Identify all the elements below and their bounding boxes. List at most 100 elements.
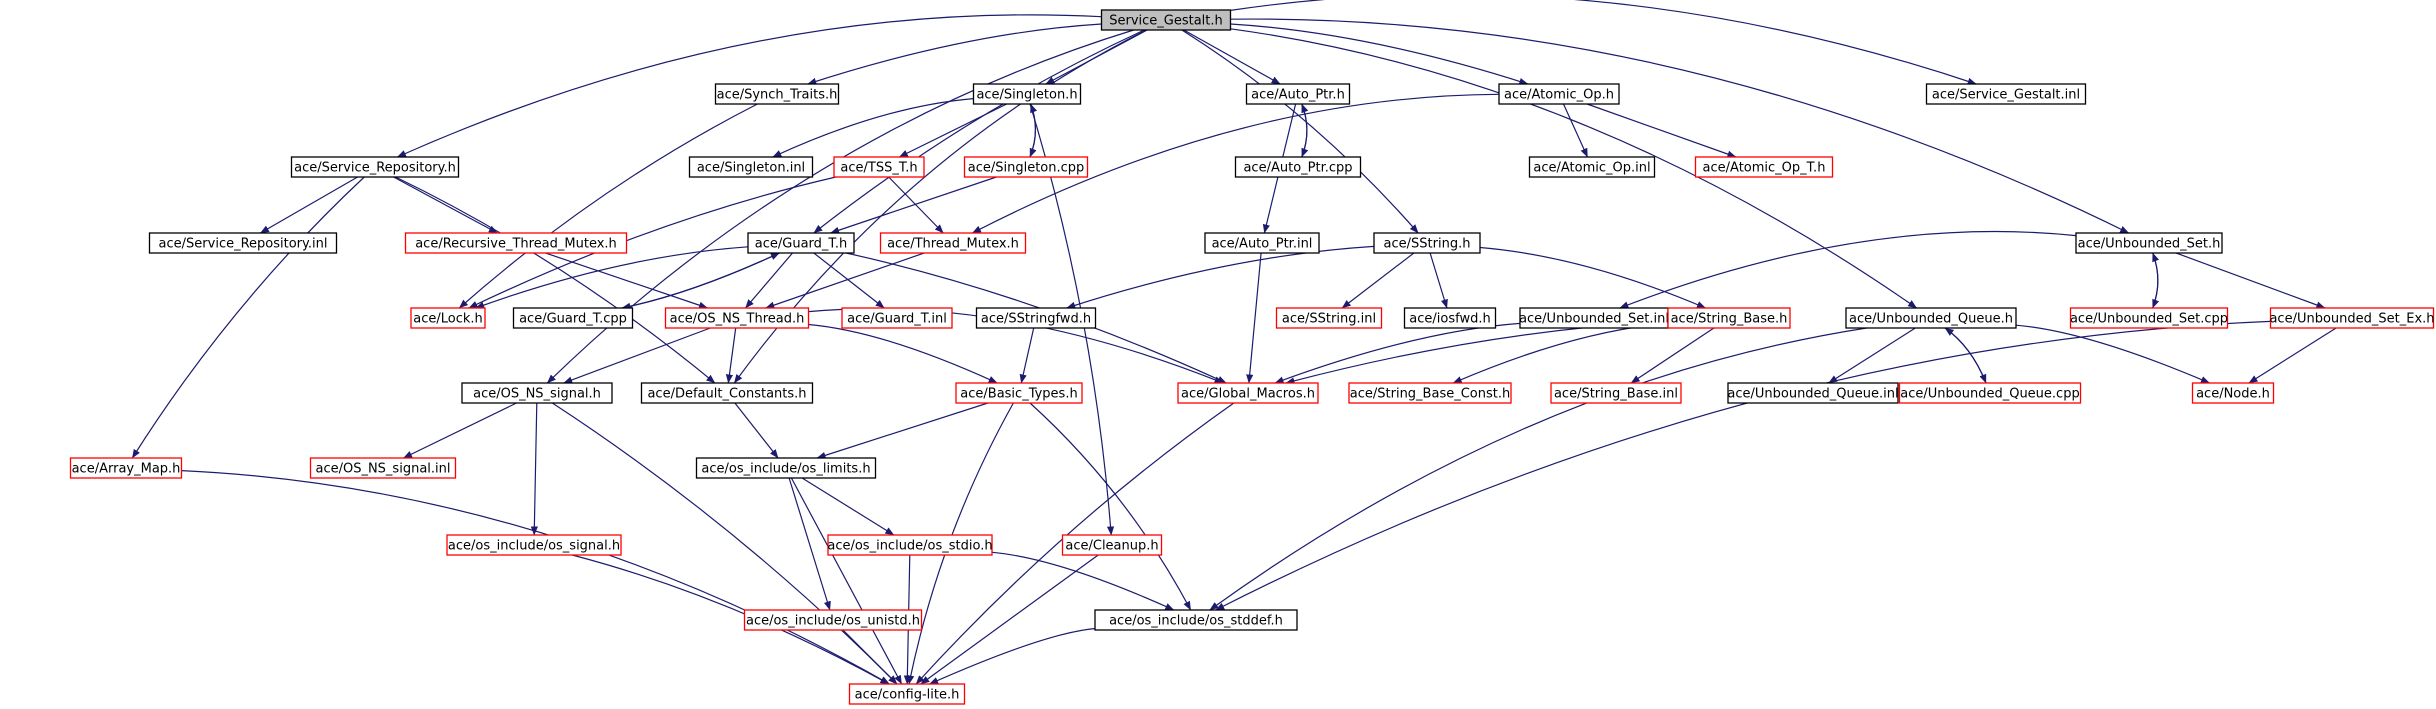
node-label: ace/SString.inl (1282, 312, 1376, 327)
edge-synch-to-lock (458, 103, 758, 309)
node-repo[interactable]: ace/Service_Repository.h (290, 156, 460, 178)
node-uset[interactable]: ace/Unbounded_Set.h (2075, 232, 2223, 254)
node-box (1204, 232, 1320, 254)
node-label: ace/Unbounded_Set_Ex.h (2269, 312, 2434, 327)
node-gestaltinl[interactable]: ace/Service_Gestalt.inl (1925, 83, 2087, 105)
node-box (148, 232, 338, 254)
node-uqueuecpp[interactable]: ace/Unbounded_Queue.cpp (1898, 382, 2082, 404)
node-atomic[interactable]: ace/Atomic_Op.h (1498, 83, 1620, 105)
node-label: ace/String_Base.h (1671, 312, 1788, 327)
edge-ossignal-to-ossig (530, 402, 538, 536)
node-osstddef[interactable]: ace/os_include/os_stddef.h (1094, 609, 1298, 631)
node-autoptr[interactable]: ace/Auto_Ptr.h (1245, 83, 1351, 105)
node-singleton[interactable]: ace/Singleton.h (972, 83, 1082, 105)
node-label: ace/OS_NS_signal.inl (315, 462, 450, 477)
node-synch[interactable]: ace/Synch_Traits.h (714, 83, 840, 105)
node-label: ace/OS_NS_signal.h (473, 387, 601, 402)
node-label: ace/String_Base.inl (1554, 387, 1678, 402)
node-cleanup[interactable]: ace/Cleanup.h (1061, 534, 1163, 556)
node-repoinl[interactable]: ace/Service_Repository.inl (148, 232, 338, 254)
node-lock[interactable]: ace/Lock.h (410, 307, 486, 329)
node-box (2269, 307, 2435, 329)
edge-guardt-to-guardcpp (621, 252, 780, 310)
node-strbaseconst[interactable]: ace/String_Base_Const.h (1348, 382, 1512, 404)
node-guardt[interactable]: ace/Guard_T.h (747, 232, 855, 254)
node-globalmacros[interactable]: ace/Global_Macros.h (1177, 382, 1319, 404)
edge-singletoncpp-to-singleton (1029, 103, 1038, 158)
edge-osthread-to-defconst (725, 327, 737, 384)
node-box (404, 232, 628, 254)
node-basictypes[interactable]: ace/Basic_Types.h (955, 382, 1083, 404)
node-box (1094, 609, 1298, 631)
node-label: ace/Guard_T.cpp (519, 312, 627, 327)
node-guardinl[interactable]: ace/Guard_T.inl (841, 307, 953, 329)
node-box (1727, 382, 1899, 404)
edge-gestalt-to-uset (1230, 18, 2130, 234)
edge-guardcpp-to-guardt (621, 252, 780, 309)
node-singletoncpp[interactable]: ace/Singleton.cpp (963, 156, 1089, 178)
node-usetinl[interactable]: ace/Unbounded_Set.inl (1519, 307, 1669, 329)
node-defconst[interactable]: ace/Default_Constants.h (640, 382, 814, 404)
edge-ossig-to-config (572, 554, 890, 685)
node-uqueue[interactable]: ace/Unbounded_Queue.h (1845, 307, 2017, 329)
edge-strbase-to-strbaseinl (1630, 327, 1715, 384)
node-box (1528, 156, 1656, 178)
node-label: ace/Atomic_Op.h (1504, 88, 1614, 103)
node-box (963, 156, 1089, 178)
node-uqueueinl[interactable]: ace/Unbounded_Queue.inl (1727, 382, 1899, 404)
edge-osstddef-to-config (929, 628, 1096, 685)
node-label: Service_Gestalt.h (1109, 14, 1223, 29)
node-box (975, 307, 1097, 329)
edge-gestalt-to-guardt (813, 29, 1145, 234)
node-autoptrinl[interactable]: ace/Auto_Ptr.inl (1204, 232, 1320, 254)
node-label: ace/config-lite.h (855, 688, 960, 703)
node-osstdio[interactable]: ace/os_include/os_stdio.h (827, 534, 993, 556)
node-atomict[interactable]: ace/Atomic_Op_T.h (1694, 156, 1834, 178)
node-label: ace/Atomic_Op.inl (1533, 161, 1650, 176)
node-iosfwd[interactable]: ace/iosfwd.h (1403, 307, 1497, 329)
node-ossignal[interactable]: ace/OS_NS_signal.h (461, 382, 613, 404)
node-box (1177, 382, 1319, 404)
node-strbase[interactable]: ace/String_Base.h (1667, 307, 1791, 329)
node-usetex[interactable]: ace/Unbounded_Set_Ex.h (2269, 307, 2435, 329)
node-ossignalinl[interactable]: ace/OS_NS_signal.inl (309, 457, 457, 479)
node-usetcpp[interactable]: ace/Unbounded_Set.cpp (2069, 307, 2229, 329)
node-label: ace/Unbounded_Set.h (2078, 237, 2221, 252)
edge-usetex-to-node (2248, 327, 2337, 384)
node-label: ace/Unbounded_Queue.cpp (1900, 387, 2079, 402)
node-box (1348, 382, 1512, 404)
node-config[interactable]: ace/config-lite.h (848, 683, 966, 705)
node-recmutex[interactable]: ace/Recursive_Thread_Mutex.h (404, 232, 628, 254)
node-thmutex[interactable]: ace/Thread_Mutex.h (879, 232, 1027, 254)
node-box (1275, 307, 1383, 329)
node-guardcpp[interactable]: ace/Guard_T.cpp (512, 307, 634, 329)
node-strbaseinl[interactable]: ace/String_Base.inl (1550, 382, 1682, 404)
node-label: ace/Recursive_Thread_Mutex.h (415, 237, 617, 252)
node-tss[interactable]: ace/TSS_T.h (833, 156, 925, 178)
node-sstringfwd[interactable]: ace/SStringfwd.h (975, 307, 1097, 329)
node-sstring[interactable]: ace/SString.h (1373, 232, 1481, 254)
node-osthread[interactable]: ace/OS_NS_Thread.h (664, 307, 810, 329)
node-node[interactable]: ace/Node.h (2191, 382, 2275, 404)
node-box (664, 307, 810, 329)
node-label: ace/Basic_Types.h (960, 387, 1077, 402)
node-label: ace/Service_Gestalt.inl (1932, 88, 2080, 103)
node-sstringinl[interactable]: ace/SString.inl (1275, 307, 1383, 329)
edge-tss-to-lock (468, 176, 837, 309)
edge-autoptrinl-to-globalmacros (1246, 252, 1262, 384)
edge-gestalt-to-synch (807, 23, 1102, 85)
node-oslimits[interactable]: ace/os_include/os_limits.h (695, 457, 877, 479)
node-ossig[interactable]: ace/os_include/os_signal.h (446, 534, 622, 556)
node-arraymap[interactable]: ace/Array_Map.h (69, 457, 183, 479)
node-autoptrcpp[interactable]: ace/Auto_Ptr.cpp (1234, 156, 1362, 178)
node-singletoninl[interactable]: ace/Singleton.inl (688, 156, 814, 178)
edge-defconst-to-oslimits (734, 402, 779, 459)
edge-usetex-to-osstddef (1215, 320, 2271, 611)
node-label: ace/Auto_Ptr.cpp (1243, 161, 1352, 176)
node-label: ace/Guard_T.h (755, 237, 847, 252)
node-box (1061, 534, 1163, 556)
node-osunistd[interactable]: ace/os_include/os_unistd.h (743, 609, 923, 631)
node-label: ace/Unbounded_Set.cpp (2070, 312, 2228, 327)
node-atomicinl[interactable]: ace/Atomic_Op.inl (1528, 156, 1656, 178)
node-label: ace/Unbounded_Queue.h (1849, 312, 2013, 327)
